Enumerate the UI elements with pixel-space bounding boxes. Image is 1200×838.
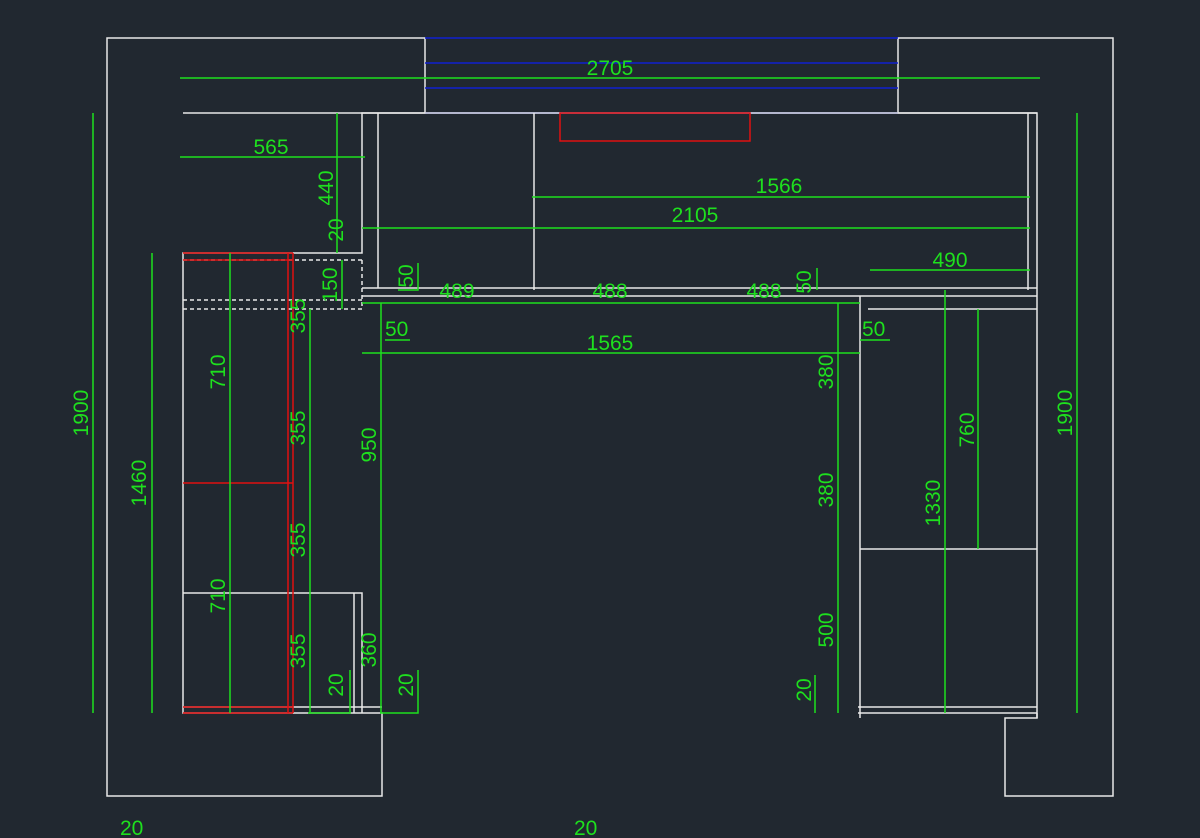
window xyxy=(425,37,898,114)
dim-710-1: 710 xyxy=(207,354,230,389)
dim-710-2: 710 xyxy=(207,578,230,613)
dimension-lines xyxy=(92,77,1078,714)
dim-2105: 2105 xyxy=(672,204,719,227)
dim-355-4: 355 xyxy=(287,633,310,668)
dim-50-tl: 50 xyxy=(395,264,418,287)
dim-20-bl-1: 20 xyxy=(325,673,348,696)
dim-380-2: 380 xyxy=(815,472,838,507)
dim-565: 565 xyxy=(253,136,288,159)
dim-488-a: 488 xyxy=(592,280,627,303)
dim-500: 500 xyxy=(815,612,838,647)
dim-20-bl-2: 20 xyxy=(395,673,418,696)
dimension-labels: 2705 565 1566 2105 490 489 488 488 50 50… xyxy=(70,57,1077,838)
dim-760: 760 xyxy=(956,412,979,447)
dim-20-br: 20 xyxy=(793,678,816,701)
dim-1900-left: 1900 xyxy=(70,390,93,437)
dim-20-top: 20 xyxy=(325,218,348,241)
dim-490: 490 xyxy=(932,249,967,272)
dim-20-bottom-left: 20 xyxy=(120,817,143,838)
right-wall xyxy=(897,37,1114,797)
dim-950: 950 xyxy=(358,427,381,462)
dim-488-b: 488 xyxy=(746,280,781,303)
dim-50-bl: 50 xyxy=(385,318,408,341)
dim-20-bottom-center: 20 xyxy=(574,817,597,838)
dim-355-2: 355 xyxy=(287,410,310,445)
dim-50-br: 50 xyxy=(862,318,885,341)
dim-489: 489 xyxy=(439,280,474,303)
dim-150: 150 xyxy=(319,267,342,302)
furniture xyxy=(183,112,1038,718)
dim-2705: 2705 xyxy=(587,57,634,80)
dim-1460: 1460 xyxy=(128,460,151,507)
dim-50-tr: 50 xyxy=(793,270,816,293)
dim-380-1: 380 xyxy=(815,354,838,389)
dim-440: 440 xyxy=(315,170,338,205)
dim-1566: 1566 xyxy=(756,175,803,198)
dim-1330: 1330 xyxy=(922,480,945,527)
dim-355-3: 355 xyxy=(287,522,310,557)
dim-1900-right: 1900 xyxy=(1054,390,1077,437)
dim-1565: 1565 xyxy=(587,332,634,355)
dim-355-1: 355 xyxy=(287,298,310,333)
dim-360: 360 xyxy=(358,632,381,667)
